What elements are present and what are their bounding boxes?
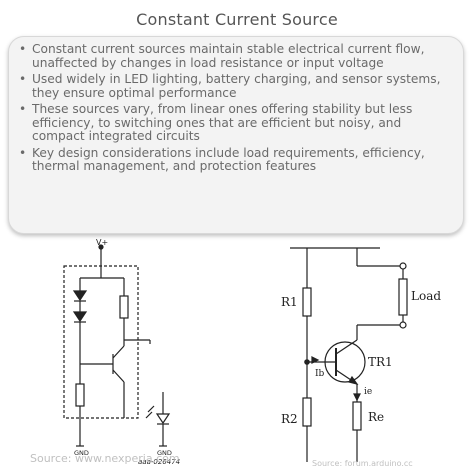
bullet-item: Used widely in LED lighting, battery cha… <box>19 72 453 100</box>
re-label: Re <box>368 410 384 424</box>
bullet-list: Constant current sources maintain stable… <box>19 42 453 174</box>
gnd-label: GND <box>74 449 89 457</box>
resistor-icon <box>302 397 312 427</box>
ib-label: Ib <box>315 369 325 379</box>
diode-icon <box>72 311 88 323</box>
load-label: Load <box>411 289 441 303</box>
vplus-label: V+ <box>96 238 108 247</box>
ic-package-outline <box>63 265 139 419</box>
source-credit: Source: forum.arduino.cc <box>312 459 413 468</box>
transistor-icon <box>324 341 366 383</box>
figure-code: aaa-026474 <box>138 458 180 466</box>
bullet-item: Constant current sources maintain stable… <box>19 42 453 70</box>
load-resistor-icon <box>398 278 408 316</box>
diode-icon <box>72 290 88 302</box>
circuit-diagrams: V+ GND GND aaa-026474 Source: www.nexper… <box>30 238 441 468</box>
r1-label: R1 <box>281 295 298 309</box>
led-icon <box>155 413 171 425</box>
ic-circuit-diagram <box>63 244 171 447</box>
r2-label: R2 <box>281 412 298 426</box>
resistor-icon <box>75 383 85 407</box>
source-credit: Source: www.nexperia.com <box>30 452 180 465</box>
summary-card: Constant current sources maintain stable… <box>8 36 464 234</box>
bullet-item: These sources vary, from linear ones off… <box>19 102 453 144</box>
resistor-icon <box>352 401 362 431</box>
page-title: Constant Current Source <box>136 10 338 29</box>
ie-label: ie <box>364 387 372 397</box>
resistor-icon <box>302 287 312 317</box>
resistor-icon <box>119 295 129 319</box>
tr1-label: TR1 <box>368 355 393 369</box>
bullet-item: Key design considerations include load r… <box>19 146 453 174</box>
transistor-circuit-diagram <box>290 247 408 462</box>
gnd-label: GND <box>157 449 172 457</box>
